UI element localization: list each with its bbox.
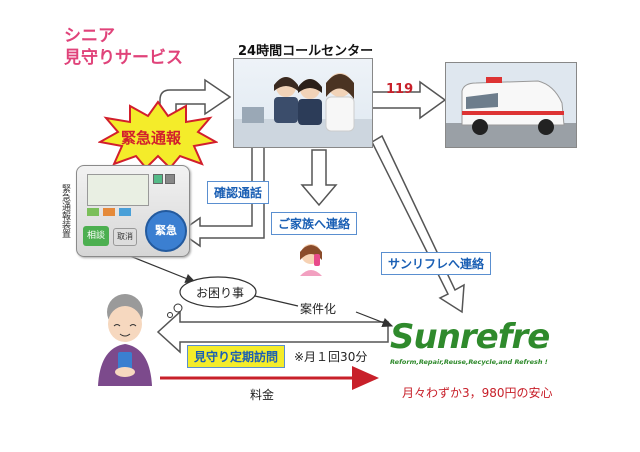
arrow-to-sunrefre	[371, 134, 465, 314]
device-small-button	[165, 174, 175, 184]
confirm-call-label: 確認通話	[207, 181, 270, 204]
title-line-1: シニア	[64, 26, 115, 46]
arrow-visit	[156, 310, 389, 354]
arrow-device-to-trouble	[119, 251, 197, 283]
cancel-button: 取消	[113, 228, 137, 246]
trouble-bubble	[179, 276, 257, 308]
device-label: 緊急通報装置	[60, 184, 70, 238]
visit-note: ※月１回30分	[294, 350, 368, 364]
brand-tagline: Reform,Repair,Reuse,Recycle,and Refresh …	[390, 358, 548, 366]
brand-price: 月々わずか3，980円の安心	[402, 386, 553, 400]
emergency-burst	[98, 100, 218, 170]
trouble-label: お困り事	[196, 286, 245, 300]
arrow-device-to-callcenter	[159, 78, 232, 146]
visit-label: 見守り定期訪問	[187, 345, 286, 368]
arrow-trouble-to-case	[254, 295, 299, 307]
device-key	[87, 208, 99, 216]
brand-logo: Sunrefre	[390, 317, 550, 357]
family-phone-illustration	[294, 240, 328, 276]
arrow-to-family	[300, 149, 338, 207]
fee-label: 料金	[250, 388, 275, 402]
title-line-2: 見守りサービス	[64, 48, 183, 68]
ambulance-label: 119	[386, 82, 414, 97]
callcenter-label: 24時間コールセンター	[238, 44, 374, 59]
ambulance-photo	[445, 62, 577, 148]
emergency-device: 相談 取消 緊急	[76, 165, 190, 257]
callcenter-photo	[233, 58, 373, 148]
sodan-button: 相談	[83, 226, 109, 246]
device-key	[119, 208, 131, 216]
emergency-label: 緊急通報	[121, 129, 182, 147]
kinkyu-button: 緊急	[145, 210, 187, 252]
device-key	[103, 208, 115, 216]
device-screen	[87, 174, 149, 206]
device-small-button	[153, 174, 163, 184]
family-contact-label: ご家族へ連絡	[271, 212, 358, 235]
case-label: 案件化	[300, 302, 337, 316]
senior-woman-illustration	[92, 290, 158, 386]
sunrefre-contact-label: サンリフレへ連絡	[381, 252, 492, 275]
arrow-callcenter-to-ambulance	[371, 80, 447, 120]
arrow-case-to-sunrefre	[355, 311, 394, 327]
